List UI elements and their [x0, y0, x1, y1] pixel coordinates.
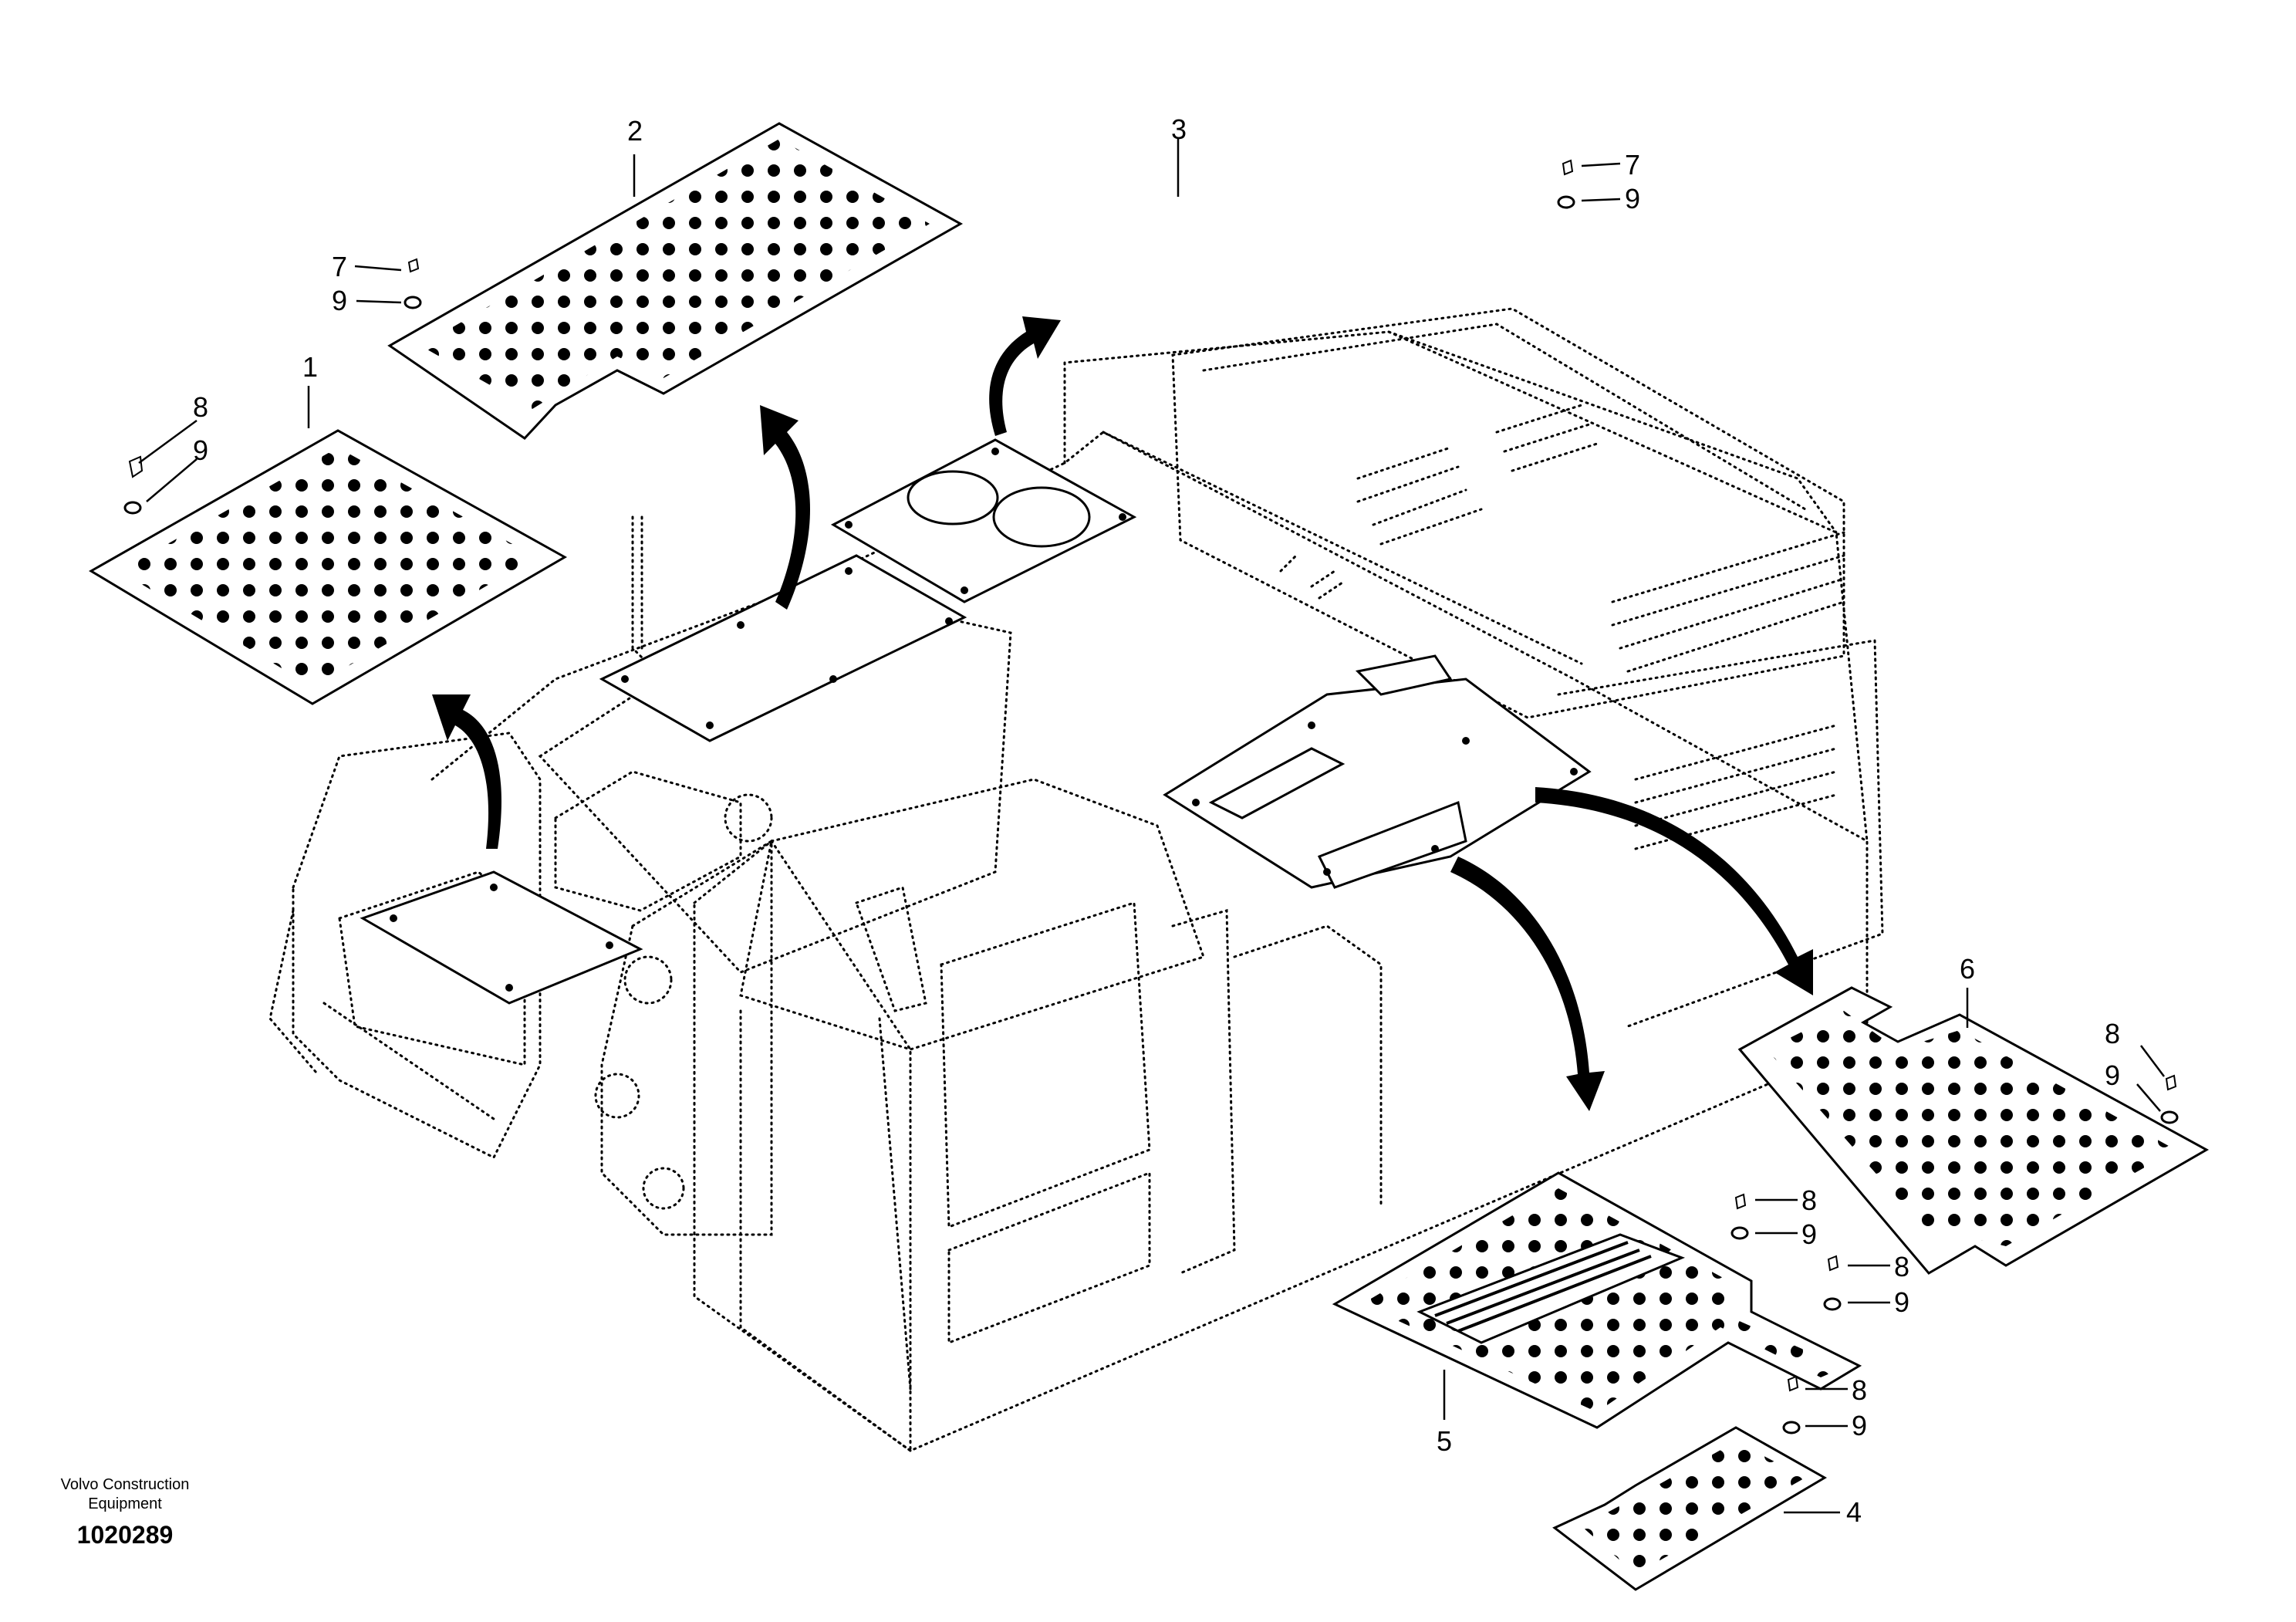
- company-name-line1: Volvo Construction: [61, 1476, 190, 1493]
- callout-9: 9: [1801, 1218, 1817, 1250]
- washer-icon: [1823, 1297, 1842, 1311]
- bolt-icon: [1827, 1255, 1839, 1272]
- washer-icon: [1557, 195, 1575, 209]
- leader-lines: [138, 139, 2165, 1514]
- company-name-line2: Equipment: [88, 1495, 162, 1512]
- bolt-icon: [1562, 159, 1574, 176]
- arrow-panel-6: [1535, 787, 1813, 995]
- callout-9: 9: [1852, 1410, 1867, 1441]
- arrow-panel-2: [760, 405, 810, 610]
- arrow-panel-1: [432, 694, 501, 849]
- panel-part-2: [387, 122, 964, 440]
- arrow-panel-5: [1450, 857, 1605, 1111]
- installed-panels: [360, 438, 1592, 1005]
- callout-9: 9: [332, 285, 347, 316]
- washer-icon: [1730, 1226, 1749, 1240]
- callout-8: 8: [2105, 1018, 2120, 1049]
- excavator-body-outline: [268, 307, 1884, 1452]
- callout-5: 5: [1437, 1425, 1452, 1457]
- callout-1: 1: [302, 351, 318, 383]
- bolt-icon: [407, 258, 420, 273]
- washer-icon: [2160, 1110, 2179, 1124]
- callout-9: 9: [1625, 183, 1640, 215]
- callout-6: 6: [1960, 953, 1975, 985]
- bolt-icon: [2165, 1074, 2177, 1091]
- washer-icon: [1782, 1421, 1801, 1434]
- callout-8: 8: [1801, 1184, 1817, 1216]
- panel-part-1: [89, 429, 568, 705]
- hood-vents: [1356, 404, 1845, 850]
- callout-8: 8: [1852, 1374, 1867, 1406]
- callout-4: 4: [1846, 1496, 1862, 1528]
- callout-numbers: 1 2 3 4 5 6 7 9 7 9 8 9 8 9 8 9 8 9 8 9: [193, 113, 2120, 1528]
- arrow-panel-3: [989, 316, 1061, 436]
- panel-part-5: [1332, 1171, 1862, 1429]
- washer-icon: [123, 501, 142, 515]
- bolt-icon: [1787, 1375, 1799, 1392]
- fasteners: [123, 159, 2179, 1434]
- bolt-icon: [128, 455, 144, 478]
- callout-7: 7: [332, 251, 347, 282]
- removal-arrows: [432, 316, 1813, 1111]
- drawing-footer: Volvo Construction Equipment 1020289: [61, 1476, 190, 1549]
- bolt-icon: [1734, 1193, 1747, 1210]
- washer-icon: [403, 296, 422, 309]
- cab-outline: [693, 778, 1383, 1452]
- callout-9: 9: [193, 434, 208, 466]
- callout-7: 7: [1625, 149, 1640, 181]
- callout-9: 9: [1894, 1286, 1909, 1318]
- callout-2: 2: [627, 115, 643, 147]
- panel-part-4: [1552, 1426, 1827, 1591]
- callout-3: 3: [1171, 113, 1187, 145]
- callout-8: 8: [1894, 1251, 1909, 1282]
- drawing-number: 1020289: [77, 1521, 174, 1549]
- callout-8: 8: [193, 391, 208, 423]
- callout-9: 9: [2105, 1059, 2120, 1091]
